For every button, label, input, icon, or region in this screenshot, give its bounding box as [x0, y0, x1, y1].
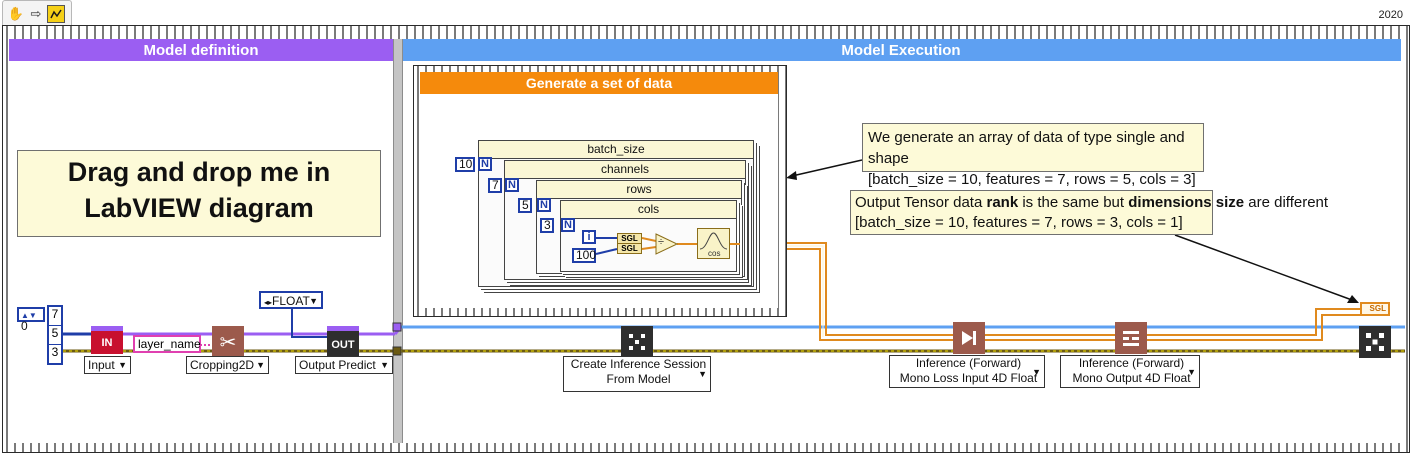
- chevron-down-icon: ▼: [698, 369, 707, 379]
- chevron-down-icon: ▼: [1187, 367, 1196, 377]
- inner-loop-wires: [595, 233, 740, 255]
- n-terminal-channels: N: [505, 178, 519, 192]
- chevron-down-icon: ▼: [1032, 367, 1041, 377]
- drag-drop-comment: Drag and drop me in LabVIEW diagram: [17, 150, 381, 237]
- inference-loss-input-subvi[interactable]: [953, 322, 985, 354]
- input-layer-subvi[interactable]: IN: [91, 326, 123, 354]
- channels-count[interactable]: 7: [488, 178, 502, 193]
- arrow-icon[interactable]: ⇨: [30, 6, 42, 22]
- model-execution-header: Model Execution: [401, 39, 1401, 61]
- generate-frame-header: Generate a set of data: [420, 72, 778, 94]
- shape-value-2[interactable]: 3: [51, 345, 59, 359]
- loop-label-cols: cols: [561, 201, 736, 219]
- cropping2d-ring[interactable]: Cropping2D▼: [186, 356, 269, 374]
- batch-size-count[interactable]: 10: [455, 157, 475, 172]
- loop-label-rows: rows: [537, 181, 741, 199]
- hundred-constant[interactable]: 100: [572, 248, 596, 263]
- i-terminal: i: [582, 230, 596, 244]
- input-ring[interactable]: Input▼: [84, 356, 131, 374]
- shape-index-display[interactable]: ▲▼ 0: [17, 307, 45, 332]
- output-layer-subvi[interactable]: OUT: [327, 326, 359, 358]
- chevron-down-icon: ▼: [256, 360, 265, 370]
- model-definition-header: Model definition: [9, 39, 393, 61]
- inference-output-subvi[interactable]: [1115, 322, 1147, 354]
- chevron-down-icon: ▼: [309, 296, 318, 306]
- output-layers-icon: [1123, 331, 1139, 346]
- inference-output-ring[interactable]: Inference (Forward) Mono Output 4D Float…: [1060, 355, 1200, 388]
- sgl-output-indicator[interactable]: SGL: [1360, 302, 1390, 316]
- chevron-down-icon: ▼: [118, 360, 127, 370]
- loop-label-batch-size: batch_size: [479, 141, 753, 159]
- bell-curve-icon: [699, 232, 728, 250]
- shape-value-1[interactable]: 5: [49, 326, 61, 345]
- inference-loss-input-ring[interactable]: Inference (Forward) Mono Loss Input 4D F…: [889, 355, 1045, 388]
- n-terminal-rows: N: [537, 198, 551, 212]
- close-session-subvi[interactable]: [1359, 326, 1391, 358]
- divide-node: [655, 233, 679, 255]
- rows-count[interactable]: 5: [518, 198, 532, 213]
- forward-icon: [962, 331, 976, 345]
- cols-count[interactable]: 3: [540, 218, 554, 233]
- labview-logo-icon: [47, 5, 65, 23]
- n-terminal-batch: N: [478, 157, 492, 171]
- loop-label-channels: channels: [505, 161, 745, 179]
- divide-icon: ÷: [658, 236, 665, 248]
- float-type-ring[interactable]: ◂▸FLOAT▼: [259, 291, 323, 309]
- output-predict-ring[interactable]: Output Predict▼: [295, 356, 393, 374]
- chevron-down-icon: ▼: [380, 360, 389, 370]
- hand-icon[interactable]: ✋: [7, 6, 25, 22]
- shape-value-0[interactable]: 7: [49, 307, 61, 326]
- shape-array-constant[interactable]: 7 5 3: [47, 305, 63, 365]
- layer-name-constant[interactable]: layer_name: [133, 335, 201, 353]
- increment-icon: ◂▸: [264, 298, 273, 307]
- generate-data-comment: We generate an array of data of type sin…: [862, 123, 1204, 188]
- network-icon: [629, 334, 645, 350]
- cosine-function[interactable]: cos: [697, 228, 730, 259]
- frame-divider: [393, 39, 403, 443]
- output-tensor-comment: Output Tensor data rank is the same but …: [850, 190, 1328, 235]
- to-single-conversion-2: SGL: [617, 243, 642, 254]
- cropping2d-subvi[interactable]: ✂: [212, 326, 244, 358]
- create-inference-session-ring[interactable]: Create Inference Session From Model ▼: [563, 356, 711, 392]
- version-label: 2020: [1378, 9, 1403, 21]
- n-terminal-cols: N: [561, 218, 575, 232]
- diagram-tab: ✋ ⇨: [2, 0, 72, 25]
- scissors-icon: ✂: [219, 330, 237, 354]
- close-x-icon: [1366, 333, 1384, 351]
- create-inference-session-subvi[interactable]: [621, 326, 653, 358]
